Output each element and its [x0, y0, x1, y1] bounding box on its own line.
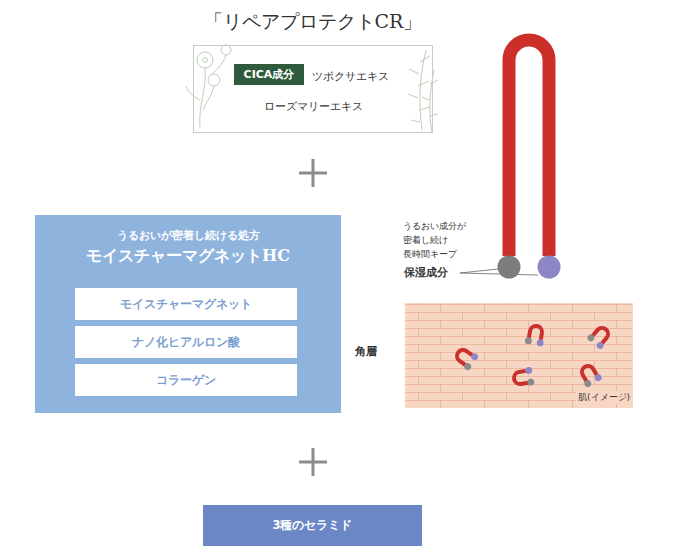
cica-tag: CICA成分: [234, 64, 304, 85]
diagram-title: 「リペアプロテクトCR」: [0, 9, 626, 35]
ingredient-row: コラーゲン: [75, 364, 297, 396]
node-text: CICA成分: [234, 64, 304, 85]
node-text: モイスチャーマグネット: [75, 288, 297, 320]
formula-panel: うるおいが密着し続ける処方モイスチャーマグネットHC モイスチャーマグネットナノ化…: [35, 215, 341, 413]
node-text: うるおいが密着し続ける処方: [35, 227, 341, 243]
node-text: コラーゲン: [75, 364, 297, 396]
plus-sign: [299, 159, 327, 187]
ingredient-row: ナノ化ヒアルロン酸: [75, 326, 297, 358]
magnet-illustration: [460, 40, 561, 279]
node-text: ツボクサエキス: [312, 66, 389, 88]
layer-label: 角層: [355, 344, 377, 359]
skin-illustration: [405, 303, 633, 408]
node-text: 3種のセラミド: [203, 505, 422, 546]
plus-sign: [299, 448, 327, 476]
ceramide-box: 3種のセラミド: [203, 505, 422, 546]
image-note: 肌(イメージ): [576, 391, 632, 404]
callout-note: うるおい成分が 密着し続け 長時間キープ: [403, 219, 475, 261]
node-text: ナノ化ヒアルロン酸: [75, 326, 297, 358]
ingredient-box: ツボクサエキスローズマリーエキス CICA成分: [193, 45, 433, 133]
node-text: モイスチャーマグネットHC: [35, 245, 341, 267]
ingredient-row: モイスチャーマグネット: [75, 288, 297, 320]
callout-label: 保湿成分: [404, 265, 448, 280]
botanical-drawing: [186, 45, 438, 132]
node-text: ローズマリーエキス: [194, 97, 432, 117]
